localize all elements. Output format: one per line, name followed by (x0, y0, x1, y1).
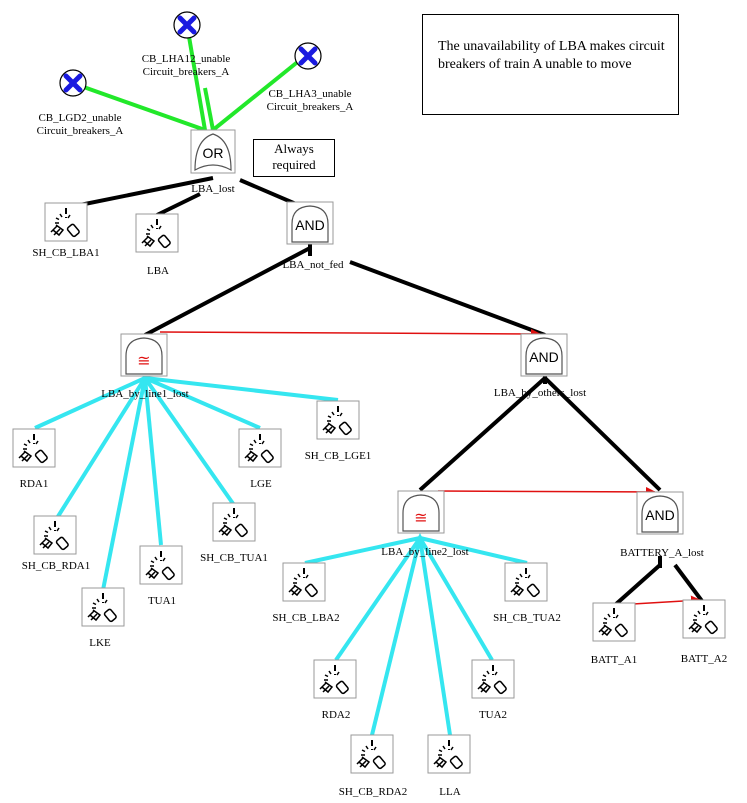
basic-event-icon[interactable] (313, 659, 357, 699)
basic-event-icon[interactable] (282, 562, 326, 602)
lba-label: LBA (147, 265, 169, 277)
or-gate-text: OR (203, 145, 224, 161)
basic-event-icon[interactable] (316, 400, 360, 440)
and1-gate-text: AND (295, 217, 325, 233)
basic-event-icon[interactable] (682, 599, 726, 639)
cb-lha3-label-1: CB_LHA3_unable (268, 88, 351, 100)
cross-event-icon[interactable] (295, 43, 321, 69)
sh-cb-rda1-label: SH_CB_RDA1 (22, 560, 90, 572)
lba-by-line2-lost-label: LBA_by_line2_lost (381, 546, 468, 558)
basic-event-icon[interactable] (12, 428, 56, 468)
basic-event-icon[interactable] (238, 428, 282, 468)
basic-event-icon[interactable] (212, 502, 256, 542)
cb-lha12-label-1: CB_LHA12_unable (142, 53, 231, 65)
basic-event-icon[interactable] (81, 587, 125, 627)
red-arrows (159, 328, 701, 606)
cb-lgd2-label-1: CB_LGD2_unable (38, 112, 121, 124)
note-box: The unavailability of LBA makes circuit … (422, 14, 679, 115)
lba-by-others-lost-label: LBA_by_others_lost (494, 387, 586, 399)
always-required-text: Always required (272, 141, 316, 172)
svg-text:≅: ≅ (137, 351, 150, 370)
svg-text:≅: ≅ (414, 508, 427, 527)
rda1-label: RDA1 (20, 478, 49, 490)
basic-event-icon[interactable] (427, 734, 471, 774)
or-gate-icon[interactable]: OR (190, 129, 236, 174)
note-text: The unavailability of LBA makes circuit … (438, 39, 665, 72)
basic-event-icon[interactable] (139, 545, 183, 585)
cyan-edges-line1 (34, 376, 339, 591)
lba-lost-label: LBA_lost (191, 183, 234, 195)
sh-cb-lba2-label: SH_CB_LBA2 (272, 612, 339, 624)
and-gate-icon[interactable]: AND (286, 201, 334, 245)
battery-a-lost-label: BATTERY_A_lost (620, 547, 704, 559)
cross-event-icon[interactable] (60, 70, 86, 96)
sh-cb-tua1-label: SH_CB_TUA1 (200, 552, 268, 564)
batt-a1-label: BATT_A1 (591, 654, 637, 666)
approx-gate-icon[interactable]: ≅ (397, 490, 445, 534)
sh-cb-lba1-label: SH_CB_LBA1 (32, 247, 99, 259)
tua1-label: TUA1 (148, 595, 176, 607)
lba-not-fed-label: LBA_not_fed (282, 259, 344, 271)
basic-event-icon[interactable] (504, 562, 548, 602)
lla-label: LLA (439, 786, 460, 798)
green-edges (77, 24, 302, 132)
cross-event-icon[interactable] (174, 12, 200, 38)
and3-gate-text: AND (645, 507, 675, 523)
basic-event-icon[interactable] (592, 602, 636, 642)
lge-label: LGE (250, 478, 272, 490)
always-required-box: Always required (253, 139, 335, 177)
and-gate-icon[interactable]: AND (636, 491, 684, 535)
rda2-label: RDA2 (322, 709, 351, 721)
sh-cb-lge1-label: SH_CB_LGE1 (305, 450, 372, 462)
lke-label: LKE (89, 637, 111, 649)
and2-gate-text: AND (529, 349, 559, 365)
and-gate-icon[interactable]: AND (520, 333, 568, 377)
cb-lgd2-label-2: Circuit_breakers_A (37, 125, 124, 137)
basic-event-icon[interactable] (350, 734, 394, 774)
cb-lha12-label-2: Circuit_breakers_A (143, 66, 230, 78)
basic-event-icon[interactable] (135, 213, 179, 253)
tua2-label: TUA2 (479, 709, 507, 721)
approx-gate-icon[interactable]: ≅ (120, 333, 168, 377)
lba-by-line1-lost-label: LBA_by_line1_lost (101, 388, 188, 400)
sh-cb-tua2-label: SH_CB_TUA2 (493, 612, 561, 624)
cb-lha3-label-2: Circuit_breakers_A (267, 101, 354, 113)
sh-cb-rda2-label: SH_CB_RDA2 (339, 786, 407, 798)
cyan-arrowhead-2 (416, 533, 424, 541)
basic-event-icon[interactable] (471, 659, 515, 699)
basic-event-icon[interactable] (33, 515, 77, 555)
cyan-edges-line2 (304, 536, 528, 736)
batt-a2-label: BATT_A2 (681, 653, 727, 665)
basic-event-icon[interactable] (44, 202, 88, 242)
